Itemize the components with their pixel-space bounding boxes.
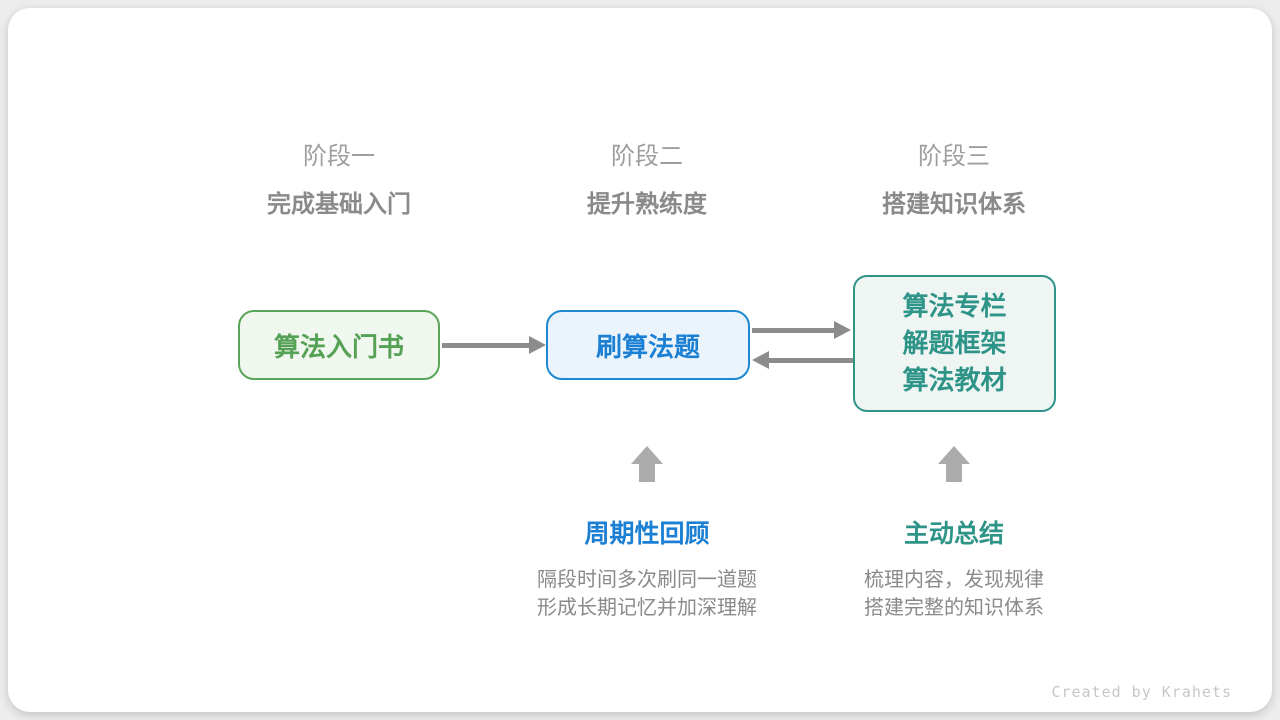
stage-3-label: 阶段三 xyxy=(918,143,990,170)
annotation-review-desc: 隔段时间多次刷同一道题 形成长期记忆并加深理解 xyxy=(477,566,817,622)
node-knowledge-resources: 算法专栏 解题框架 算法教材 xyxy=(853,275,1056,412)
annotation-review-desc-line-1: 隔段时间多次刷同一道题 xyxy=(537,569,757,591)
diagram-card: 阶段一 完成基础入门 阶段二 提升熟练度 阶段三 搭建知识体系 算法入门书 刷算… xyxy=(8,8,1272,712)
arrow-shaft xyxy=(752,328,835,333)
arrow-head-left-icon xyxy=(752,351,769,369)
node-practice-problems: 刷算法题 xyxy=(546,310,750,380)
stage-1-sublabel: 完成基础入门 xyxy=(267,191,411,218)
credit-text: Created by Krahets xyxy=(1051,683,1232,701)
node-intro-book: 算法入门书 xyxy=(238,310,440,380)
node-resources-line-2: 解题框架 xyxy=(902,328,1007,358)
stage-1-label: 阶段一 xyxy=(303,143,375,170)
up-arrow-stem xyxy=(639,464,655,482)
arrow-head-right-icon xyxy=(834,321,851,339)
arrow-shaft xyxy=(769,358,853,363)
up-arrow-stem xyxy=(946,464,962,482)
up-arrow-head xyxy=(631,446,663,464)
annotation-review-desc-line-2: 形成长期记忆并加深理解 xyxy=(537,597,757,619)
node-resources-line-3: 算法教材 xyxy=(902,365,1007,395)
stage-2-label: 阶段二 xyxy=(611,143,683,170)
stage-3-sublabel: 搭建知识体系 xyxy=(882,191,1026,218)
annotation-review-title: 周期性回顾 xyxy=(584,520,710,548)
annotation-summarize-title: 主动总结 xyxy=(903,520,1004,548)
annotation-summarize-desc-line-1: 梳理内容，发现规律 xyxy=(864,569,1044,591)
arrow-shaft xyxy=(442,343,531,348)
annotation-summarize-desc-line-2: 搭建完整的知识体系 xyxy=(864,597,1044,619)
arrow-head-right-icon xyxy=(529,336,546,354)
node-practice-problems-label: 刷算法题 xyxy=(595,331,700,362)
annotation-summarize-desc: 梳理内容，发现规律 搭建完整的知识体系 xyxy=(784,566,1124,622)
node-resources-line-1: 算法专栏 xyxy=(902,291,1007,321)
node-intro-book-label: 算法入门书 xyxy=(273,331,404,362)
stage-2-sublabel: 提升熟练度 xyxy=(587,191,707,218)
up-arrow-head xyxy=(938,446,970,464)
